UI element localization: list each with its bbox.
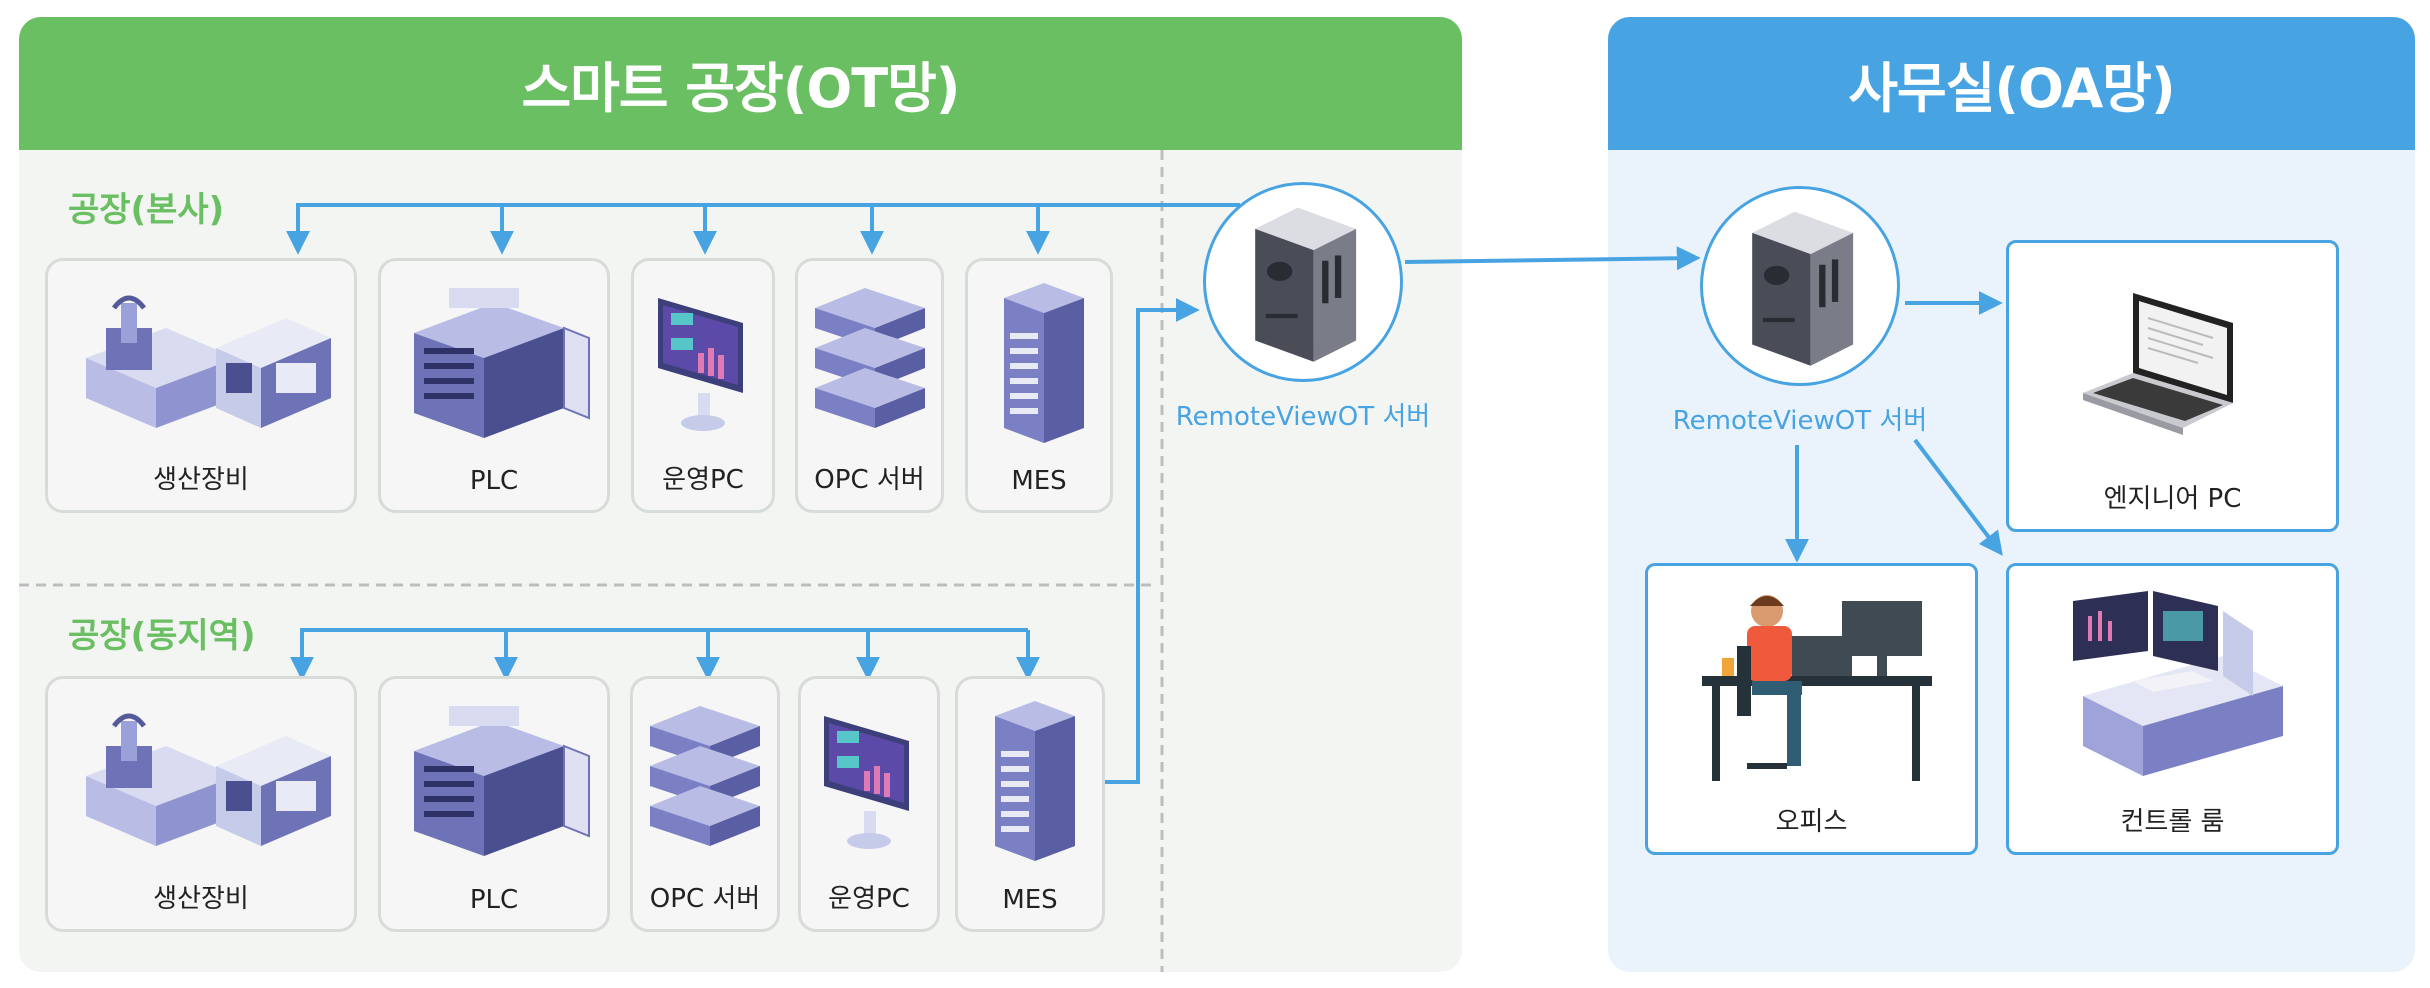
oa-remoteview-server: [1700, 186, 1900, 386]
server-icon: [1238, 197, 1368, 367]
device-label: MES: [1011, 466, 1067, 496]
device-card-mes: MES: [955, 676, 1105, 932]
device-label: 운영PC: [828, 884, 910, 914]
device-label: OPC 서버: [649, 884, 761, 914]
device-label: 운영PC: [662, 465, 744, 495]
device-card-ops-pc: 운영PC: [798, 676, 940, 932]
oa-server-label: RemoteViewOT 서버: [1672, 406, 1928, 436]
dest-label: 컨트롤 룸: [2120, 807, 2225, 837]
group-label-east: 공장(동지역): [68, 616, 256, 656]
device-card-plc: PLC: [378, 676, 610, 932]
device-card-opc-server: OPC 서버: [795, 258, 944, 513]
device-card-production-equipment: 생산장비: [45, 258, 357, 513]
stacked-servers-icon: [640, 696, 770, 866]
monitor-icon: [809, 701, 929, 861]
server-icon: [1735, 201, 1865, 371]
group-label-hq: 공장(본사): [68, 190, 225, 230]
laptop-icon: [2063, 283, 2283, 443]
device-card-mes: MES: [965, 258, 1113, 513]
oa-title: 사무실(OA망): [1848, 57, 2175, 120]
dest-label: 오피스: [1775, 807, 1848, 837]
ot-title: 스마트 공장(OT망): [521, 57, 961, 120]
dest-card-office: 오피스: [1645, 563, 1978, 855]
tower-server-icon: [975, 696, 1085, 866]
device-label: OPC 서버: [814, 465, 925, 495]
stacked-servers-icon: [805, 278, 935, 448]
plc-cabinet-icon: [394, 283, 594, 443]
plc-cabinet-icon: [394, 701, 594, 861]
dest-label: 엔지니어 PC: [2103, 484, 2242, 514]
office-worker-icon: [1692, 586, 1932, 786]
dest-card-control-room: 컨트롤 룸: [2006, 563, 2339, 855]
device-card-ops-pc: 운영PC: [631, 258, 775, 513]
oa-header: [1608, 17, 2415, 150]
device-label: 생산장비: [153, 465, 249, 495]
device-label: PLC: [469, 885, 519, 915]
device-label: PLC: [469, 466, 519, 496]
device-card-plc: PLC: [378, 258, 610, 513]
monitor-icon: [643, 283, 763, 443]
ot-server-label: RemoteViewOT 서버: [1175, 402, 1431, 432]
machine-icon: [66, 288, 336, 438]
machine-icon: [66, 706, 336, 856]
dest-card-engineer-pc: 엔지니어 PC: [2006, 240, 2339, 532]
tower-server-icon: [984, 278, 1094, 448]
device-label: 생산장비: [153, 884, 249, 914]
ot-header: [19, 17, 1462, 150]
device-card-production-equipment: 생산장비: [45, 676, 357, 932]
device-card-opc-server: OPC 서버: [630, 676, 780, 932]
ot-remoteview-server: [1203, 182, 1403, 382]
device-label: MES: [1002, 885, 1058, 915]
control-room-icon: [2053, 586, 2293, 786]
